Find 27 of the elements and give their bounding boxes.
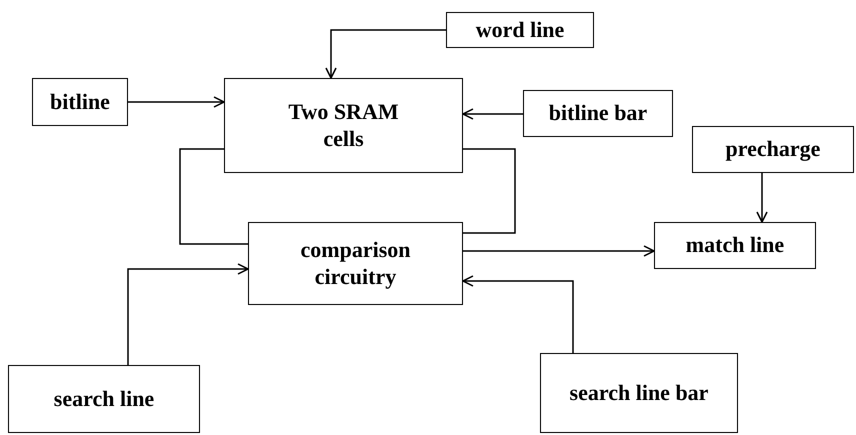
block-label: comparison circuitry bbox=[300, 237, 412, 290]
block-box bbox=[692, 126, 854, 173]
arrow bbox=[756, 173, 768, 223]
block-label: word line bbox=[476, 16, 564, 44]
block-label: precharge bbox=[726, 136, 820, 163]
connector-line bbox=[463, 148, 516, 234]
block-label: bitline bbox=[50, 88, 110, 116]
block-label: match line bbox=[686, 232, 784, 259]
block-box bbox=[540, 353, 738, 433]
block-label: search line bbox=[54, 386, 154, 412]
block-box bbox=[248, 222, 463, 305]
block-label: Two SRAM cells bbox=[287, 99, 400, 152]
block-box bbox=[446, 12, 594, 48]
block-box bbox=[654, 222, 816, 269]
block-box bbox=[224, 78, 463, 173]
block-box bbox=[8, 365, 200, 433]
block-label: search line bar bbox=[570, 380, 708, 406]
block-box bbox=[523, 90, 673, 137]
arrow bbox=[463, 245, 655, 257]
arrow bbox=[462, 108, 523, 120]
block-box bbox=[32, 78, 128, 126]
arrow bbox=[128, 96, 225, 108]
arrow bbox=[127, 263, 249, 365]
connector-line bbox=[179, 148, 248, 245]
block-label: bitline bar bbox=[548, 100, 648, 127]
arrow bbox=[325, 29, 446, 79]
arrow bbox=[462, 275, 574, 353]
